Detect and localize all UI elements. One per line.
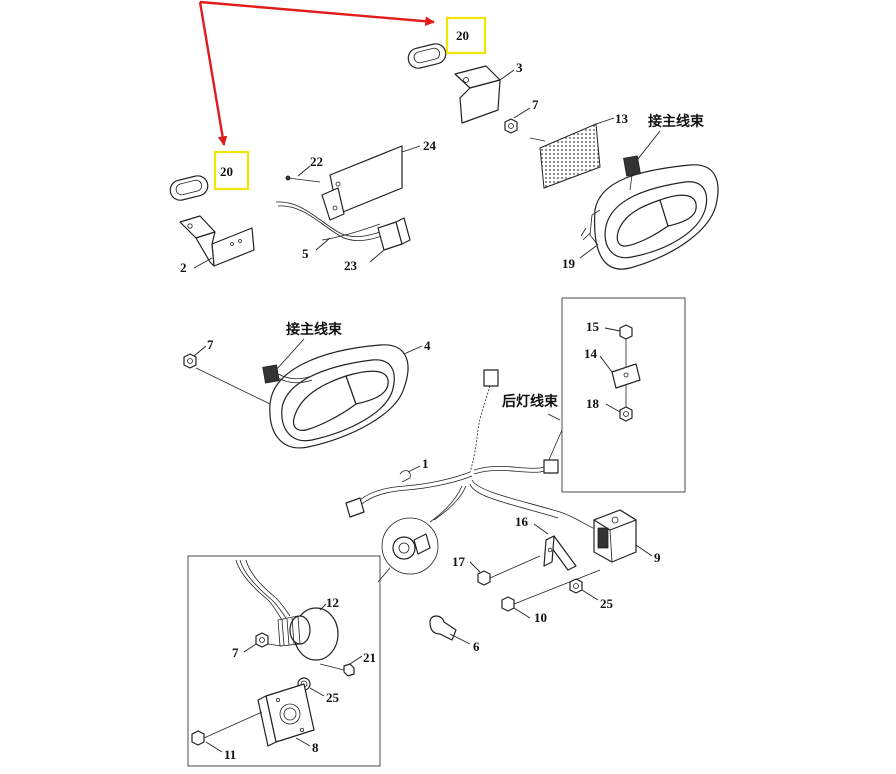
highlight-box-20-top: [445, 16, 487, 55]
callout-5: 5: [302, 246, 309, 261]
part-3-bracket: [454, 65, 501, 124]
callout-9: 9: [654, 550, 661, 565]
label-rear-light-harness: 后灯线束: [502, 393, 559, 410]
part-24-plate: [321, 145, 403, 221]
part-14-clip: [611, 363, 641, 389]
callout-20-left: 20: [220, 164, 233, 179]
callout-7-top: 7: [532, 97, 539, 112]
highlight-box-20-left: [213, 150, 250, 191]
arrow-to-20-top: [199, 0, 435, 27]
part-23-connector: [377, 217, 411, 251]
part-4-tail-light: [262, 344, 409, 449]
callout-21: 21: [363, 650, 376, 665]
callout-7-detail: 7: [232, 645, 239, 660]
part-2-bracket: [179, 215, 255, 267]
part-11-screw: [191, 711, 263, 746]
part-20-left: [169, 175, 209, 201]
callout-18: 18: [586, 396, 600, 411]
part-1-clip: [399, 470, 411, 483]
part-5-wires: [275, 201, 383, 241]
red-arrows: [198, 0, 435, 146]
callout-23: 23: [344, 258, 358, 273]
callout-2: 2: [180, 260, 187, 275]
callout-13: 13: [615, 111, 629, 126]
callout-6: 6: [473, 639, 480, 654]
part-19-tail-light: [580, 155, 719, 270]
part-7-nut-top: [504, 118, 518, 134]
label-main-harness-top: 接主线束: [648, 113, 705, 130]
callout-11: 11: [224, 747, 236, 762]
detail-box-bolt: [561, 297, 686, 493]
callout-24: 24: [423, 138, 437, 153]
rear-light-harness: [345, 369, 599, 531]
callout-16: 16: [515, 514, 529, 529]
part-16-bracket: [543, 535, 577, 571]
callout-4: 4: [424, 338, 431, 353]
callout-10: 10: [534, 610, 547, 625]
callout-15: 15: [586, 319, 600, 334]
callout-20-top: 20: [456, 28, 469, 43]
part-20-top: [407, 43, 447, 69]
part-10-screw: [501, 569, 601, 612]
part-22-screw: [285, 175, 321, 183]
part-6-bulb: [429, 615, 457, 641]
part-8-mount-plate: [257, 683, 315, 747]
part-17-screw: [477, 555, 541, 586]
part-13-reflector: [529, 123, 601, 189]
callout-25-detail: 25: [326, 690, 340, 705]
part-25-washer: [569, 578, 583, 594]
part-18-nut: [619, 406, 633, 422]
callout-19: 19: [562, 256, 576, 271]
part-12-socket-small: [392, 533, 431, 560]
arrow-to-20-left: [198, 1, 228, 146]
part-7-nut-detail: [255, 632, 269, 648]
callout-12: 12: [326, 595, 339, 610]
callout-1: 1: [422, 456, 429, 471]
callout-25-right: 25: [600, 596, 614, 611]
detail-source-circle: [381, 517, 439, 575]
part-12-socket: [277, 607, 339, 661]
callout-8: 8: [312, 740, 319, 755]
part-7-nut-mid: [183, 353, 197, 369]
callout-3: 3: [516, 60, 523, 75]
detail-box-socket: [187, 555, 381, 767]
callout-7-mid: 7: [207, 337, 214, 352]
detail-wires: [235, 559, 291, 621]
callout-17: 17: [452, 554, 466, 569]
callout-22: 22: [310, 154, 323, 169]
part-9-license-light: [593, 509, 637, 563]
label-main-harness-mid: 接主线束: [286, 321, 343, 338]
callout-14: 14: [584, 346, 598, 361]
part-21-screw: [319, 663, 355, 677]
